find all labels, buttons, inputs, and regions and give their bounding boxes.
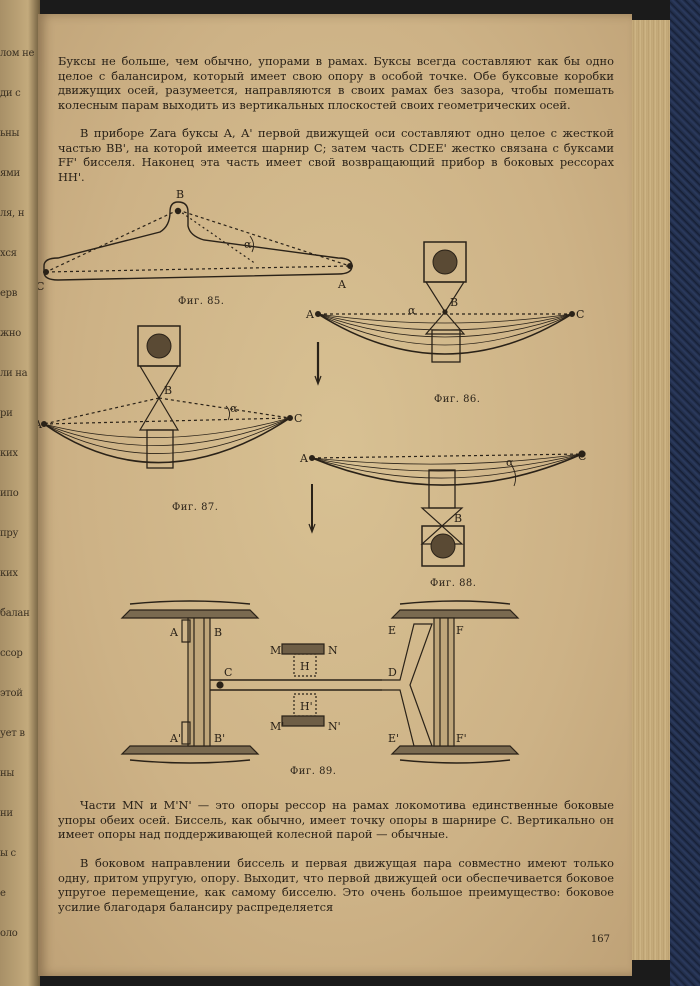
left-page-text: этой [0,688,23,699]
fig85-label-c: C [38,280,44,293]
fig88-label-c: C [578,450,586,463]
fig85-label-b: B [176,188,184,201]
left-page-text: балан [0,608,30,619]
left-page-text: ких [0,448,18,459]
left-page-text: ри [0,408,13,419]
fig87-caption: Фиг. 87. [172,502,219,513]
figure-85-drawing [42,201,354,281]
figure-87-drawing [40,325,294,469]
left-page-text: ли на [0,368,28,379]
left-page-text: пру [0,528,19,539]
fig86-label-alpha: α [408,304,416,317]
left-page-text: ких [0,568,18,579]
fig89-label-c: C [224,666,232,679]
fig89-label-f-prime: F' [456,732,467,745]
left-page-text: ерв [0,288,18,299]
left-page-text: жно [0,328,21,339]
page-number: 167 [590,934,610,945]
paragraph-3: Части MN и M'N' — это опоры рессор на ра… [58,798,614,842]
fig89-label-h-prime: H' [300,700,313,713]
paragraph-4: В боковом направлении биссель и первая д… [58,856,614,914]
fig86-caption: Фиг. 86. [434,394,481,405]
paragraph-1: Буксы не больше, чем обычно, упорами в р… [58,54,614,112]
fig89-caption: Фиг. 89. [290,766,337,777]
fig89-label-n-prime: N' [328,720,341,733]
fig85-caption: Фиг. 85. [178,296,225,307]
fig86-label-a: A [305,308,315,321]
book-cover [670,0,700,986]
figures-canvas: B C A α A C B α A C B α A C B α A B A' B… [38,188,586,764]
fig86-label-b: B [450,296,458,309]
left-page-text: ля, н [0,208,25,219]
left-page-text: хся [0,248,17,259]
figure-89-drawing [120,600,520,764]
fig89-label-m-prime: M' [270,720,284,733]
fig89-label-h: H [300,660,310,673]
left-page-text: ы с [0,848,16,859]
left-page-text: ди с [0,88,21,99]
left-page-text: ны [0,768,15,779]
left-page-text: ипо [0,488,19,499]
fig88-label-alpha: α [506,456,514,469]
fig89-label-a-prime: A' [169,732,181,745]
left-page-text: ссор [0,648,23,659]
fig85-label-alpha: α [244,238,252,251]
fig88-label-b: B [454,512,462,525]
left-page-edge: лом не ди с ьны ями ля, н хся ерв жно ли… [0,0,40,986]
fig89-label-m: M [270,644,281,657]
fig87-label-b: B [164,384,172,397]
page-edges [632,20,670,960]
fig89-label-f: F [456,624,464,637]
fig87-label-alpha: α [230,402,238,415]
fig87-label-a: A [38,418,43,431]
fig89-label-n: N [328,644,338,657]
fig88-label-a: A [299,452,309,465]
fig89-label-e: E [388,624,396,637]
book-page: Буксы не больше, чем обычно, упорами в р… [38,14,632,976]
fig86-label-c: C [576,308,584,321]
paragraph-2: В приборе Zara буксы A, A' первой движущ… [58,126,614,184]
fig89-label-e-prime: E' [388,732,399,745]
fig89-label-d: D [388,666,397,679]
left-page-text: е [0,888,6,899]
fig87-label-c: C [294,412,302,425]
figure-86-drawing [314,241,575,386]
left-page-text: лом не [0,48,35,59]
left-page-text: ьны [0,128,20,139]
left-page-text: ует в [0,728,25,739]
fig89-label-a: A [169,626,179,639]
left-page-text: оло [0,928,18,939]
fig89-label-b: B [214,626,222,639]
fig88-caption: Фиг. 88. [430,578,477,589]
left-page-text: ни [0,808,13,819]
figure-88-drawing [308,450,586,567]
fig85-label-a: A [337,278,347,291]
fig89-label-b-prime: B' [214,732,225,745]
left-page-text: ями [0,168,20,179]
